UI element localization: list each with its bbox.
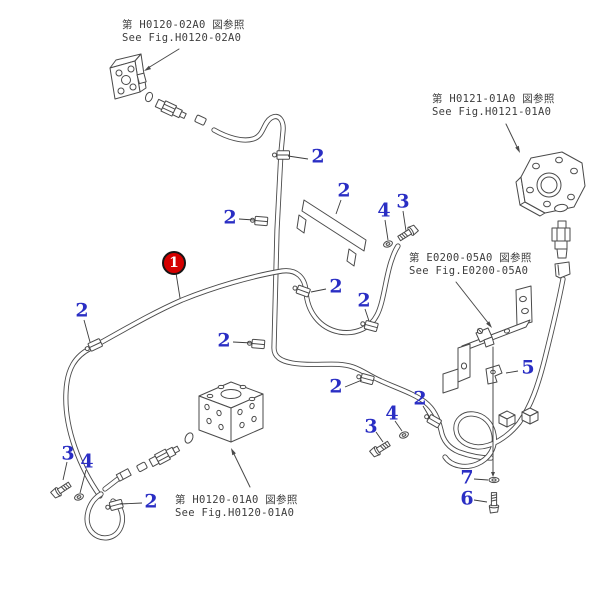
clamp bbox=[246, 338, 266, 350]
clamp bbox=[272, 150, 290, 160]
callout-3: 3 bbox=[396, 190, 410, 213]
callout-2: 2 bbox=[144, 490, 158, 513]
sensor-wire bbox=[442, 276, 566, 469]
washer bbox=[488, 476, 500, 484]
figure-reference-jp: 第 E0200-05A0 図参照 bbox=[409, 252, 532, 264]
mounting-axis-line bbox=[491, 346, 495, 477]
callout-2: 2 bbox=[223, 206, 237, 229]
callout-2: 2 bbox=[329, 275, 343, 298]
reference-arrow-e0200-05a0 bbox=[455, 281, 492, 328]
bracket-clamp bbox=[475, 327, 495, 348]
union-fitting-top-left bbox=[154, 97, 188, 122]
callout-5: 5 bbox=[521, 356, 535, 379]
bracket-e0200 bbox=[442, 285, 533, 394]
pressure-sensor bbox=[551, 220, 571, 259]
hose-end-ferrule bbox=[115, 468, 132, 482]
figure-reference-h0121-01a0: 第 H0121-01A0 図参照 See Fig.H0121-01A0 bbox=[432, 93, 555, 119]
figure-reference-en: See Fig.H0121-01A0 bbox=[432, 106, 552, 118]
bolt bbox=[396, 223, 420, 243]
mounting-plate bbox=[296, 199, 367, 267]
bolt bbox=[49, 479, 73, 500]
callout-3: 3 bbox=[61, 442, 75, 465]
figure-reference-e0200-05a0: 第 E0200-05A0 図参照 See Fig.E0200-05A0 bbox=[409, 252, 532, 278]
callout-4: 4 bbox=[385, 402, 399, 425]
reference-arrow-h0120-01a0 bbox=[231, 448, 251, 488]
callout-3: 3 bbox=[364, 415, 378, 438]
washer bbox=[73, 492, 85, 502]
figure-reference-h0120-01a0: 第 H0120-01A0 図参照 See Fig.H0120-01A0 bbox=[175, 494, 298, 520]
callout-2: 2 bbox=[311, 145, 325, 168]
union-fitting-manifold bbox=[147, 443, 182, 469]
figure-reference-jp: 第 H0120-02A0 図参照 bbox=[122, 19, 245, 31]
main-harness-hose bbox=[63, 243, 401, 541]
figure-reference-en: See Fig.H0120-02A0 bbox=[122, 32, 242, 44]
o-ring-top-left bbox=[144, 91, 154, 103]
clip-item5 bbox=[485, 364, 503, 385]
clamp bbox=[249, 215, 269, 227]
valve-block-top-left bbox=[109, 53, 147, 100]
manifold-block bbox=[198, 381, 264, 443]
callout-7: 7 bbox=[460, 466, 474, 489]
bolt bbox=[488, 492, 500, 514]
callout-2: 2 bbox=[413, 387, 427, 410]
callout-2: 2 bbox=[75, 299, 89, 322]
callout-4: 4 bbox=[80, 450, 94, 473]
figure-reference-en: See Fig.E0200-05A0 bbox=[409, 265, 529, 277]
o-ring-flange bbox=[554, 203, 568, 213]
tube-upper-and-vertical bbox=[211, 113, 494, 461]
callout-2: 2 bbox=[217, 329, 231, 352]
figure-reference-en: See Fig.H0120-01A0 bbox=[175, 507, 295, 519]
callout-1-badge: 1 bbox=[162, 251, 186, 275]
connector-block-2 bbox=[521, 407, 539, 425]
callout-2: 2 bbox=[337, 179, 351, 202]
end-cap-manifold bbox=[136, 461, 148, 472]
washer bbox=[382, 239, 394, 249]
reference-arrow-h0121-01a0 bbox=[505, 123, 520, 153]
callout-4: 4 bbox=[377, 199, 391, 222]
o-ring-manifold bbox=[184, 432, 194, 444]
bolt bbox=[368, 439, 392, 459]
figure-reference-h0120-02a0: 第 H0120-02A0 図参照 See Fig.H0120-02A0 bbox=[122, 19, 245, 45]
end-cap-top-left bbox=[194, 114, 207, 126]
callout-leaders bbox=[62, 155, 519, 505]
callout-2: 2 bbox=[329, 375, 343, 398]
figure-reference-jp: 第 H0121-01A0 図参照 bbox=[432, 93, 555, 105]
connector-block-1 bbox=[498, 410, 516, 428]
washer bbox=[398, 430, 410, 440]
callout-2: 2 bbox=[357, 289, 371, 312]
callout-6: 6 bbox=[460, 487, 474, 510]
figure-reference-jp: 第 H0120-01A0 図参照 bbox=[175, 494, 298, 506]
flange-right bbox=[515, 151, 586, 217]
wire-connector bbox=[554, 261, 571, 279]
reference-arrow-h0120-02a0 bbox=[144, 48, 180, 71]
